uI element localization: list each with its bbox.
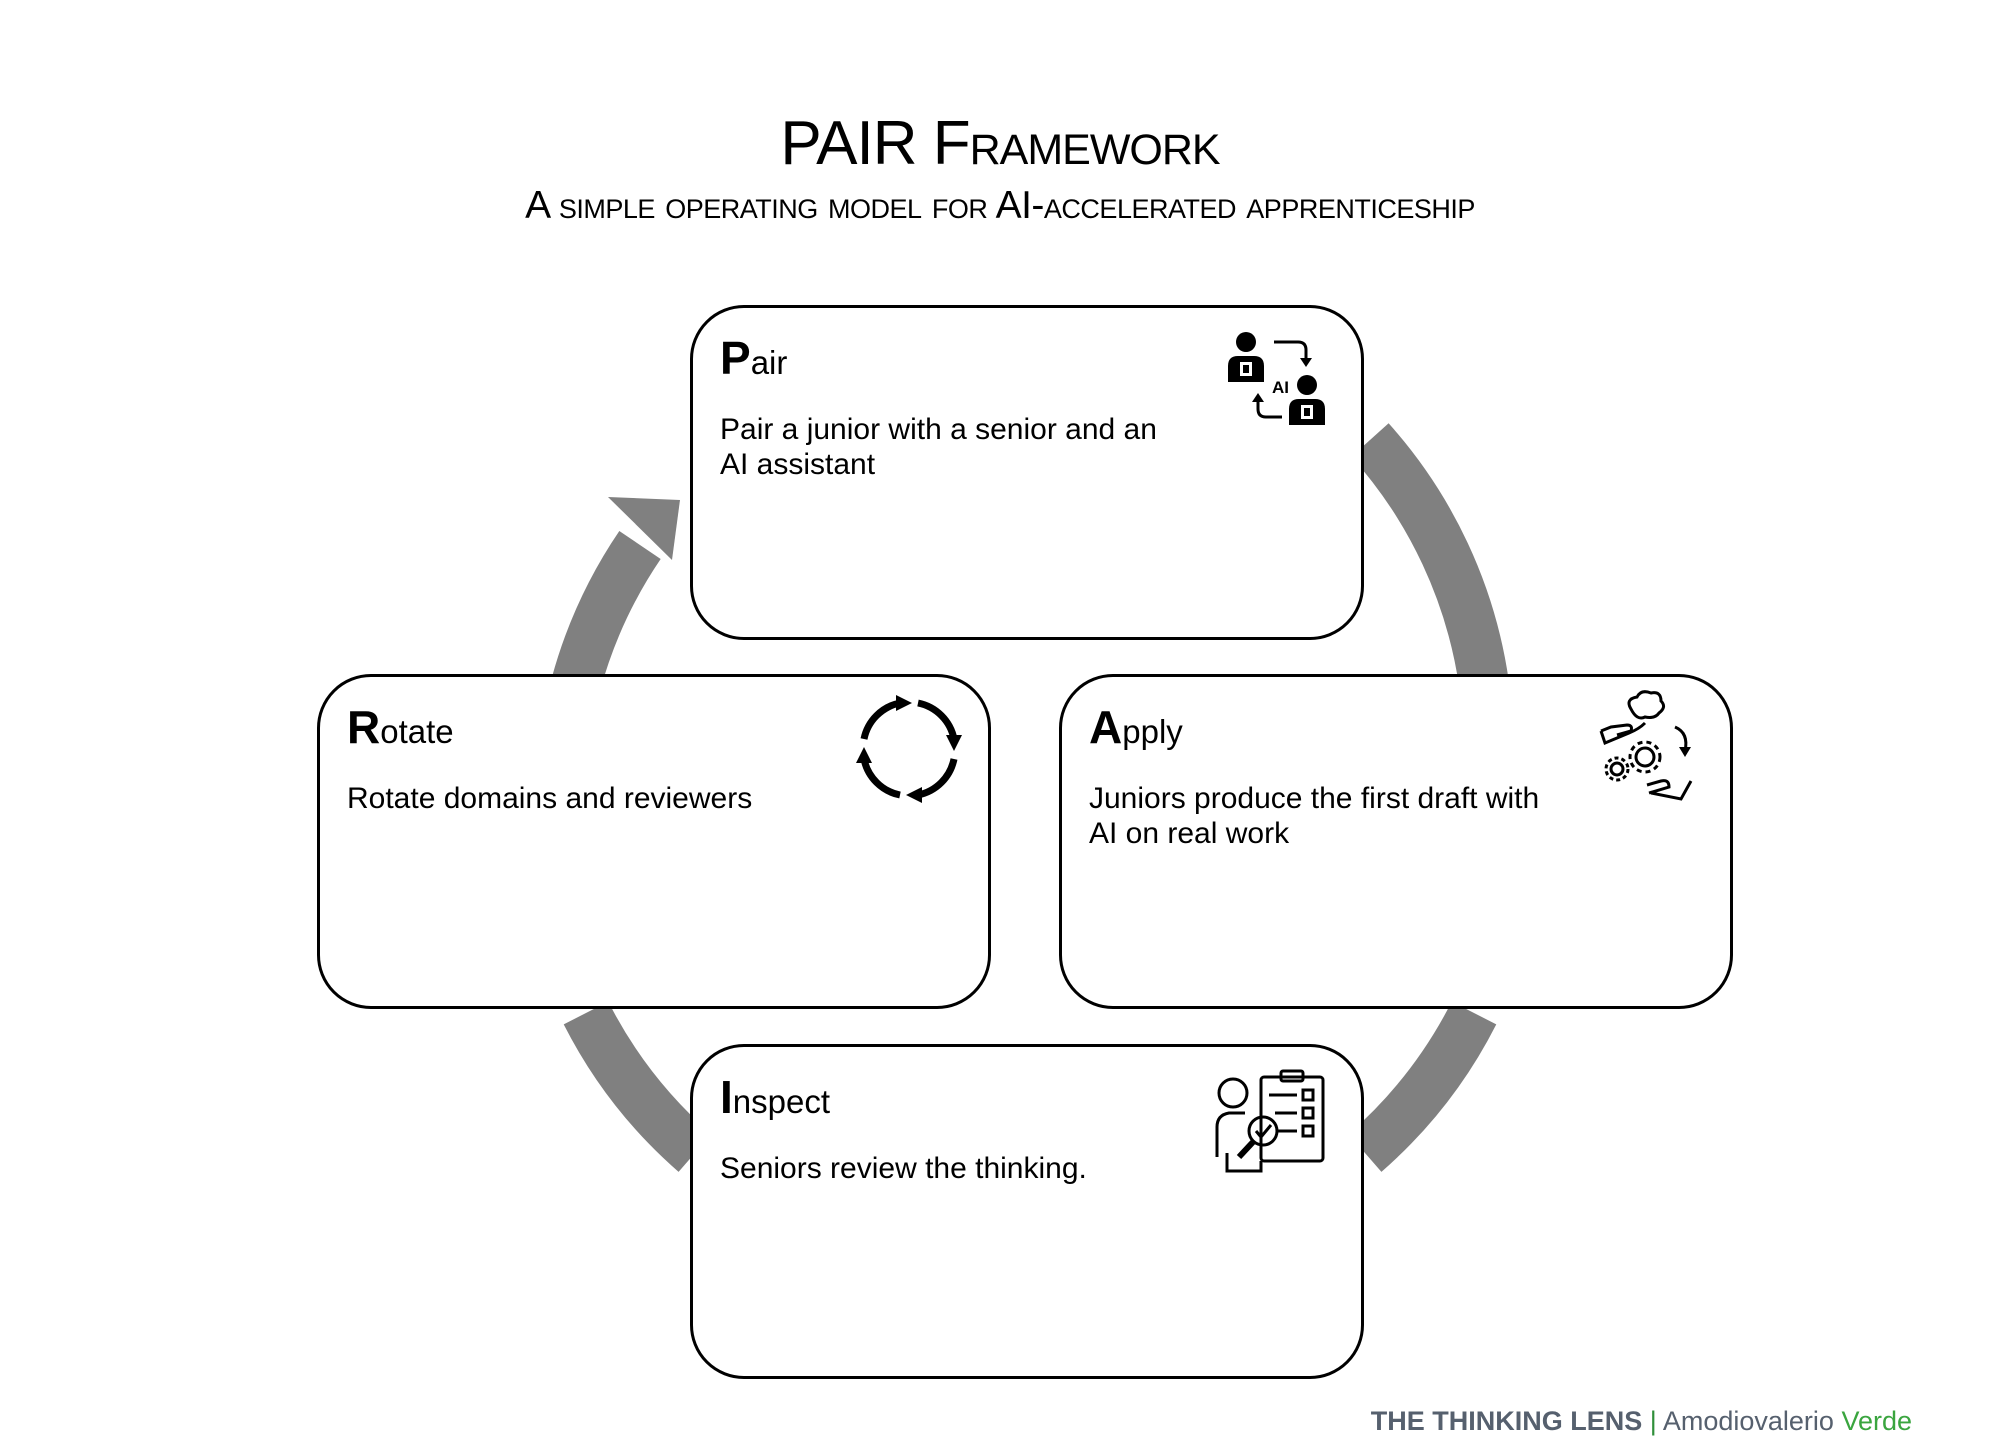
- card-rotate-description: Rotate domains and reviewers: [347, 782, 753, 815]
- card-inspect-initial: I: [720, 1071, 733, 1123]
- card-pair-title: Pair: [720, 335, 788, 383]
- page-title: PAIR Framework: [780, 109, 1220, 178]
- card-inspect-title: Inspect: [720, 1074, 831, 1122]
- card-pair: Pair Pair a junior with a senior and an …: [690, 305, 1364, 640]
- people-ai-exchange-icon: AI: [1228, 332, 1325, 425]
- footer-credit: THE THINKING LENS | Amodiovalerio Verde: [1371, 1406, 1912, 1437]
- hands-gears-brain-icon: [1599, 690, 1693, 801]
- ring-arrowhead: [608, 497, 680, 560]
- ring-segment-pair-apply: [1351, 423, 1509, 688]
- card-rotate-initial: R: [347, 701, 381, 753]
- footer-author-last: Verde: [1841, 1406, 1912, 1436]
- card-inspect-title-rest: nspect: [732, 1083, 831, 1120]
- card-inspect: Inspect Seniors review the thinking.: [690, 1044, 1364, 1379]
- card-apply-title-rest: pply: [1122, 713, 1183, 750]
- card-apply-initial: A: [1089, 701, 1123, 753]
- card-inspect-description: Seniors review the thinking.: [720, 1152, 1087, 1185]
- card-pair-initial: P: [720, 332, 751, 384]
- footer-brand: THE THINKING LENS: [1370, 1406, 1643, 1436]
- card-apply: Apply Juniors produce the first draft wi…: [1059, 674, 1733, 1009]
- circular-arrows-icon: [856, 695, 962, 803]
- card-apply-title: Apply: [1089, 704, 1183, 752]
- footer-author-first: Amodiovalerio: [1662, 1406, 1834, 1436]
- page-subtitle: A simple operating model for AI-accelera…: [525, 184, 1475, 227]
- card-pair-title-rest: air: [750, 344, 788, 381]
- footer-separator: |: [1649, 1406, 1657, 1436]
- ring-segment-inspect-rotate: [563, 1001, 712, 1172]
- card-rotate: Rotate Rotate domains and reviewers: [317, 674, 991, 1009]
- person-checklist-magnifier-icon: [1215, 1069, 1325, 1173]
- card-rotate-title-rest: otate: [380, 713, 454, 750]
- card-rotate-title: Rotate: [347, 704, 454, 752]
- card-pair-description: Pair a junior with a senior and an AI as…: [720, 413, 1157, 481]
- ring-segment-apply-inspect: [1348, 1001, 1497, 1172]
- ring-segment-rotate-pair: [551, 530, 661, 691]
- card-apply-description: Juniors produce the first draft with AI …: [1089, 782, 1540, 850]
- ai-label: AI: [1272, 378, 1289, 397]
